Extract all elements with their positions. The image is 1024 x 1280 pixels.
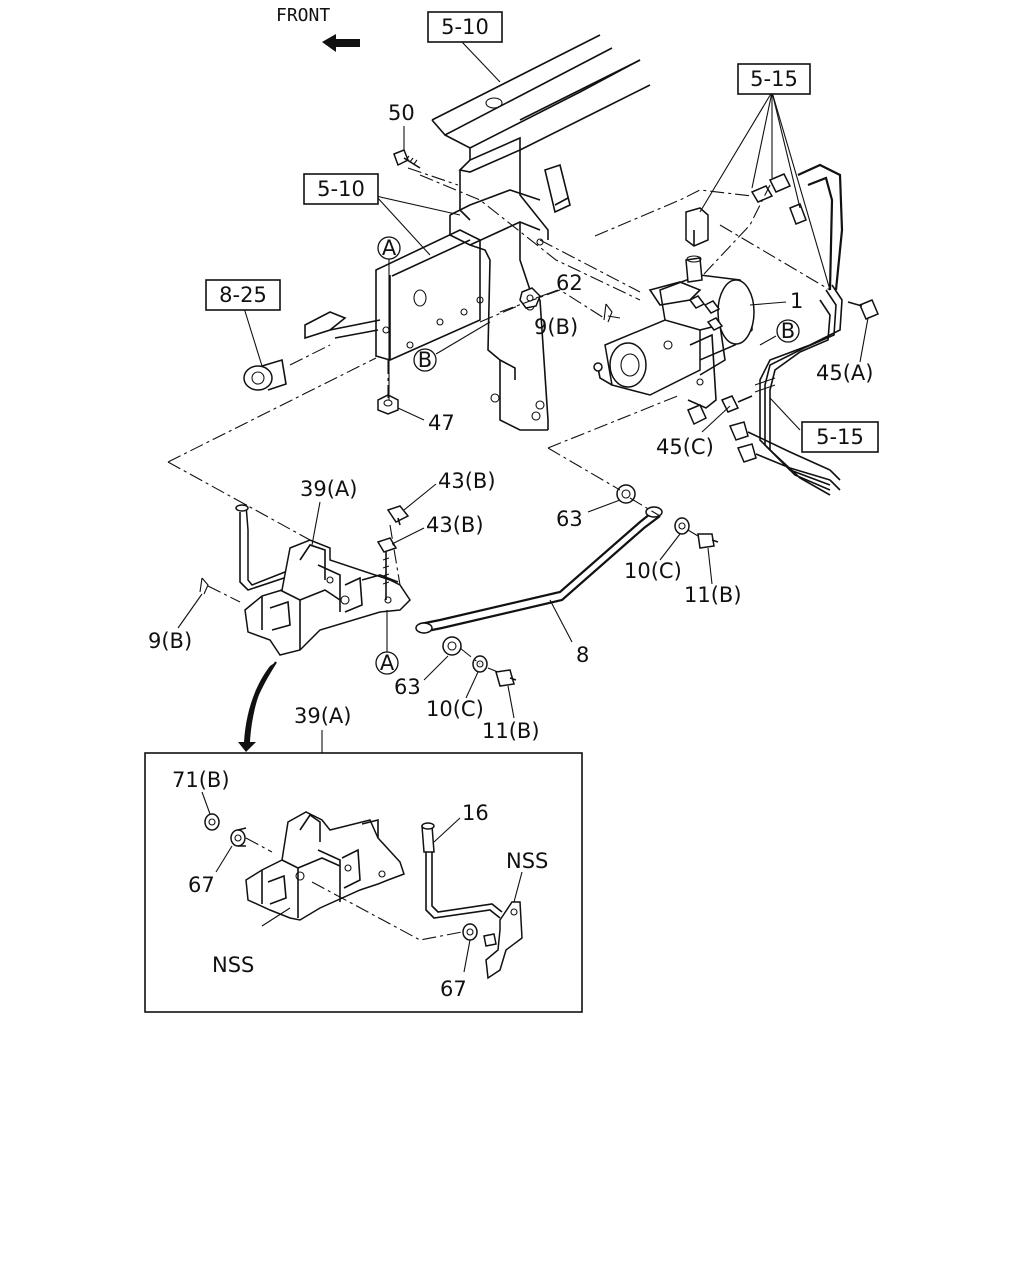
callout-43b-1: 43(B) [438,469,496,493]
callout-9b-top: 9(B) [534,315,578,339]
washer-10c-right [674,517,690,535]
svg-text:B: B [418,348,432,372]
frame-rail [304,34,651,431]
marker-b-left: B [413,321,491,372]
callout-63-left: 63 [394,675,421,699]
svg-text:5-10: 5-10 [441,15,489,39]
svg-text:8-25: 8-25 [219,283,267,307]
marker-b-right: B [759,319,800,346]
callout-71b: 71(B) [172,768,230,792]
detail-box: 39(A) 71(B) 16 67 NSS NSS 67 [144,704,583,1013]
callout-10c-right: 10(C) [624,559,682,583]
assembly-lines [167,167,831,673]
ref-box-515-bot: 5-15 [801,421,879,453]
fittings [720,163,879,496]
valve-assembly [235,503,411,656]
svg-text:A: A [380,651,395,675]
front-arrow-icon [322,34,360,52]
callout-67-bot: 67 [440,977,467,1001]
modulator-unit [593,274,755,426]
callout-8: 8 [576,643,589,667]
callout-11b-left: 11(B) [482,719,540,743]
pin-11b-left [495,669,517,687]
callout-16: 16 [462,801,489,825]
connector-block [685,207,709,283]
callout-62: 62 [556,271,583,295]
callout-39a: 39(A) [300,477,357,501]
marker-a-top: A [377,236,401,400]
bolt-50 [393,149,421,169]
detail-arrow-stroke [244,661,277,747]
callout-9b-left: 9(B) [148,629,192,653]
detail-arrow [238,662,276,752]
ref-box-515-top: 5-15 [737,63,811,95]
callout-63-right: 63 [556,507,583,531]
callout-45c: 45(C) [656,435,714,459]
callout-nss-right: NSS [506,849,548,873]
pin-11b-right [697,533,719,549]
callout-50: 50 [388,101,415,125]
callout-1: 1 [790,289,803,313]
ref-box-510-mid: 5-10 [303,173,379,205]
callout-47: 47 [428,411,455,435]
callout-39a-detail: 39(A) [294,704,351,728]
callout-10c-left: 10(C) [426,697,484,721]
svg-text:B: B [781,319,795,343]
svg-text:5-15: 5-15 [750,67,798,91]
svg-text:5-15: 5-15 [816,425,864,449]
ref-box-825: 8-25 [205,279,281,311]
grommet-63-left [442,636,462,656]
bolts-43b [376,505,410,600]
mount-bushing [243,358,287,391]
callout-43b-2: 43(B) [426,513,484,537]
callout-nss-left: NSS [212,953,254,977]
callout-67-top: 67 [188,873,215,897]
svg-text:A: A [382,236,397,260]
callout-11b-right: 11(B) [684,583,742,607]
clip-9b-top [603,303,613,323]
marker-a-bottom: A [375,610,399,675]
ref-box-510-top: 5-10 [427,11,503,43]
leader-lines [177,41,869,719]
svg-text:5-10: 5-10 [317,177,365,201]
clip-9b-left [199,577,209,595]
front-label: FRONT [276,5,330,26]
callout-45a: 45(A) [816,361,873,385]
